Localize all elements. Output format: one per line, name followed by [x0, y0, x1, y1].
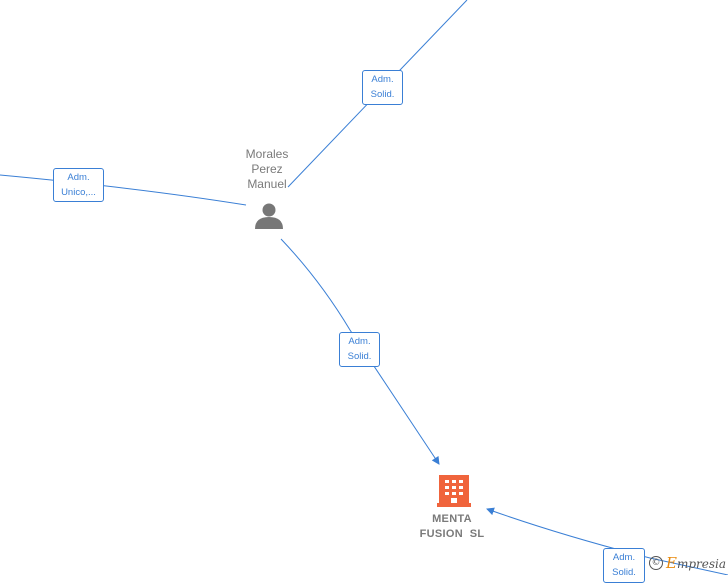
- copyright-watermark: © Empresia: [648, 554, 726, 572]
- person-icon[interactable]: [255, 203, 283, 230]
- edge-middle: [280, 238, 440, 465]
- copyright-icon: ©: [648, 556, 663, 570]
- person-name-label[interactable]: Morales Perez Manuel: [245, 147, 289, 191]
- brand-logo: Empresia: [665, 554, 726, 572]
- company-name-label[interactable]: MENTA FUSION SL: [419, 513, 485, 540]
- relation-box-bottom[interactable]: Adm. Solid.: [603, 548, 645, 583]
- relation-box-middle[interactable]: Adm. Solid.: [339, 332, 380, 367]
- relation-box-top[interactable]: Adm. Solid.: [362, 70, 403, 105]
- building-icon[interactable]: [437, 475, 471, 507]
- relation-box-left[interactable]: Adm. Unico,...: [53, 168, 104, 202]
- edge-left: [0, 174, 247, 206]
